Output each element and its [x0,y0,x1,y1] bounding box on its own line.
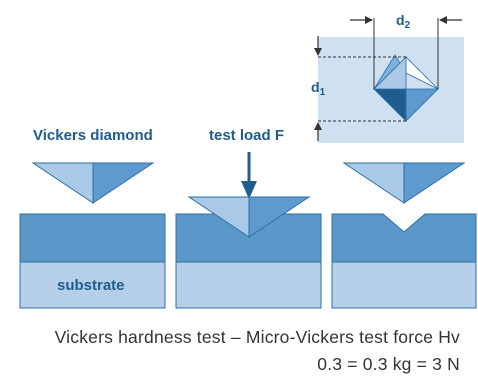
block3-indented-top [331,213,477,263]
d2-arrowhead-left [365,16,373,24]
d2-subscript: 2 [405,20,411,31]
caption-line-1: Vickers hardness test – Micro-Vickers te… [54,327,460,347]
d1-main: d [311,79,320,95]
indenter2-right-face [248,196,311,238]
stage-before-load: substrate [19,162,166,309]
indenter3-left-face [342,162,405,204]
stage-under-load [175,196,322,309]
test-load-label: test load F [209,127,284,144]
caption-line-2: 0.3 = 0.3 kg = 3 N [317,354,460,374]
d2-arrowhead-right [439,16,447,24]
indentation-top-view: d2 d1 [311,12,464,143]
indenter3-right-face [403,162,466,204]
indenter-left-face [31,162,94,204]
block1-substrate [19,261,166,309]
substrate-label: substrate [57,277,125,294]
stage-after-load [331,162,477,309]
d2-label: d2 [396,12,411,31]
block1-top [19,213,166,263]
indenter-right-face [92,162,155,204]
block2-substrate [175,261,322,309]
d1-arrowhead-bottom [314,122,322,130]
diamond-top-left-fill [373,56,407,90]
d2-main: d [396,12,405,28]
d1-subscript: 1 [320,87,326,98]
d1-label: d1 [311,79,326,98]
load-arrowhead [241,181,257,199]
d1-arrowhead-top [314,48,322,56]
vickers-diamond-label: Vickers diamond [33,127,153,144]
block3-substrate [331,261,477,309]
